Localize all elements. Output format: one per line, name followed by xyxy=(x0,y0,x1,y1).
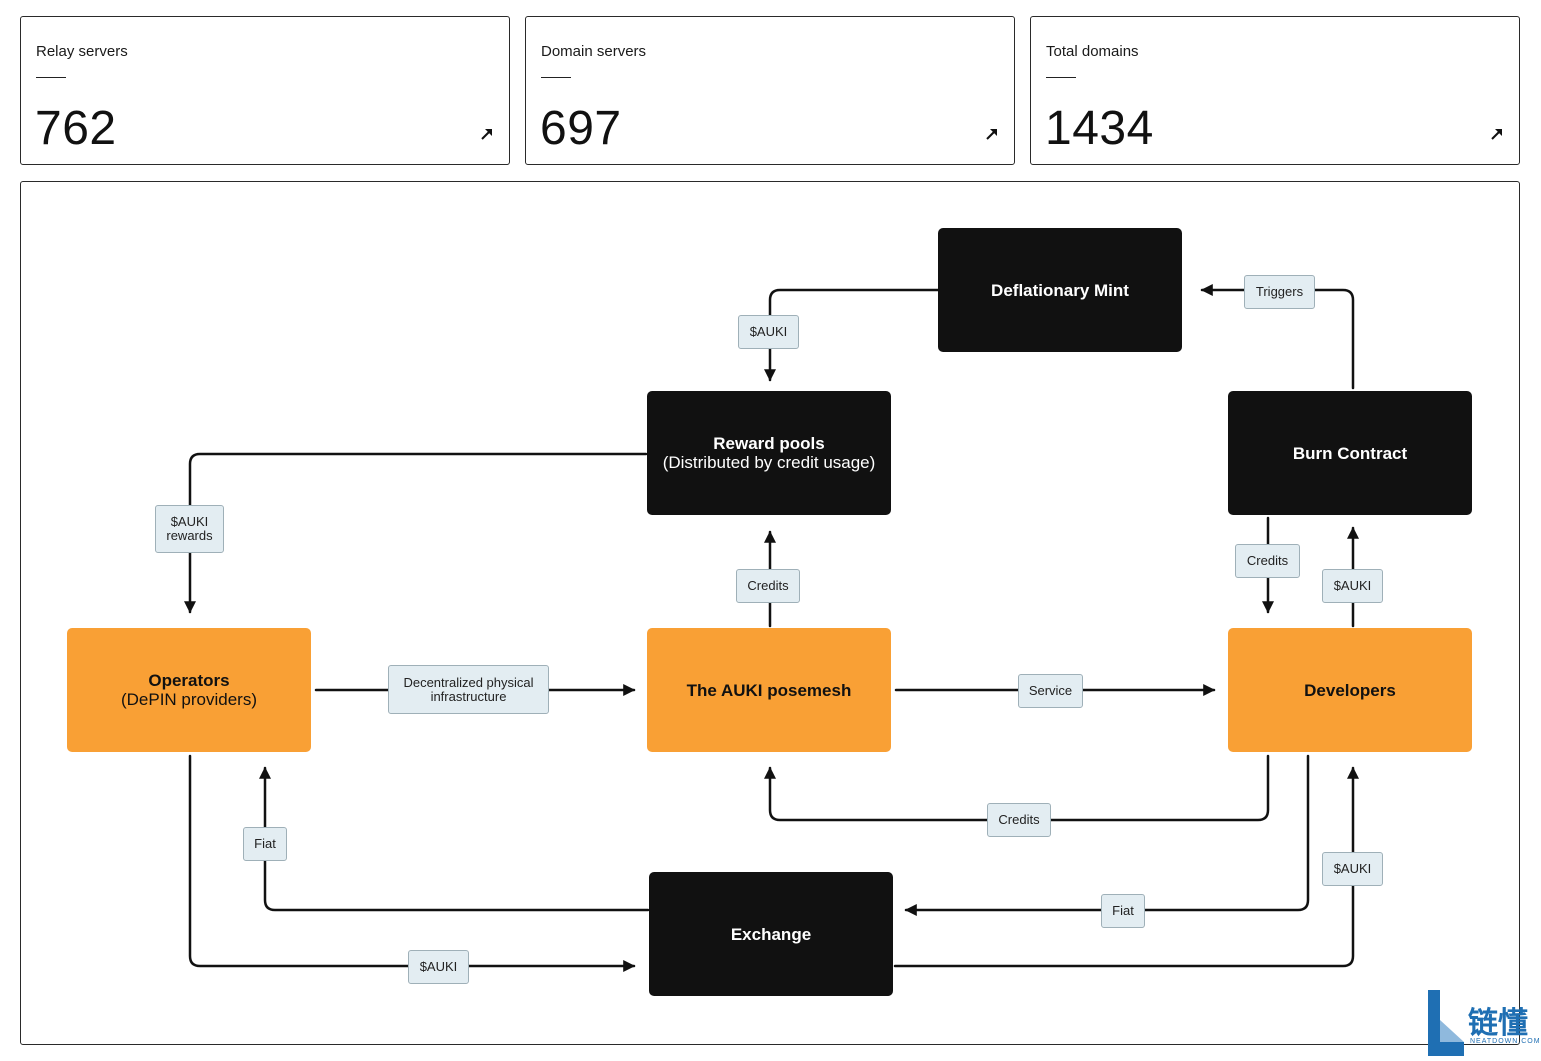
edge-label-exchange-fiat: Fiat xyxy=(243,827,287,861)
node-developers: Developers xyxy=(1228,628,1472,752)
edge-label-operators-auki: $AUKI xyxy=(408,950,469,984)
divider xyxy=(1046,77,1076,78)
node-auki-posemesh: The AUKI posemesh xyxy=(647,628,891,752)
node-deflationary-mint: Deflationary Mint xyxy=(938,228,1182,352)
connector-mint-to-pools xyxy=(764,288,940,382)
edge-label-service: Service xyxy=(1018,674,1083,708)
node-subtitle: (DePIN providers) xyxy=(120,690,258,709)
edge-label-developers-auki: $AUKI xyxy=(1322,569,1383,603)
connector-exchange-to-developers xyxy=(893,766,1359,968)
edge-label-exchange-auki: $AUKI xyxy=(1322,852,1383,886)
arrow-up-right-icon[interactable] xyxy=(984,126,1000,142)
stat-label: Total domains xyxy=(1046,43,1139,60)
node-title: Reward pools xyxy=(713,434,825,453)
node-burn-contract: Burn Contract xyxy=(1228,391,1472,515)
node-title: Deflationary Mint xyxy=(991,280,1129,300)
watermark-text: 链懂 xyxy=(1468,1006,1528,1041)
connector-developers-to-exchange xyxy=(904,754,1310,916)
node-subtitle: (Distributed by credit usage) xyxy=(662,453,876,472)
divider xyxy=(36,77,66,78)
logo-l-mark-icon xyxy=(1428,990,1464,1056)
edge-label-developers-fiat: Fiat xyxy=(1101,894,1145,928)
connector-pools-to-operators xyxy=(184,452,648,614)
stat-card-total-domains[interactable]: Total domains 1434 xyxy=(1030,16,1520,165)
node-title: Exchange xyxy=(730,924,812,944)
edge-label-posemesh-credits: Credits xyxy=(736,569,800,603)
edge-label-auki-rewards: $AUKI rewards xyxy=(155,505,224,553)
node-title: The AUKI posemesh xyxy=(686,680,852,700)
connector-burn-to-mint xyxy=(1200,284,1355,390)
arrow-up-right-icon[interactable] xyxy=(1489,126,1505,142)
connector-operators-to-exchange xyxy=(188,754,636,972)
node-operators: Operators (DePIN providers) xyxy=(67,628,311,752)
node-title: Burn Contract xyxy=(1292,443,1408,463)
edge-label-mint-to-pools: $AUKI xyxy=(738,315,799,349)
stat-label: Relay servers xyxy=(36,43,128,60)
node-reward-pools: Reward pools (Distributed by credit usag… xyxy=(647,391,891,515)
edge-label-developers-credits: Credits xyxy=(987,803,1051,837)
stat-label: Domain servers xyxy=(541,43,647,60)
node-title: Developers xyxy=(1304,680,1396,700)
edge-label-triggers: Triggers xyxy=(1244,275,1315,309)
arrow-up-right-icon[interactable] xyxy=(479,126,495,142)
divider xyxy=(541,77,571,78)
edge-label-infrastructure: Decentralized physical infrastructure xyxy=(388,665,549,714)
edge-label-burn-credits: Credits xyxy=(1235,544,1300,578)
stat-card-relay-servers[interactable]: Relay servers 762 xyxy=(20,16,510,165)
watermark-logo: 链懂 NEATDOWN.COM xyxy=(1426,990,1541,1056)
connector-exchange-to-operators xyxy=(259,766,650,912)
stat-value: 762 xyxy=(35,102,117,155)
watermark-subtext: NEATDOWN.COM xyxy=(1470,1038,1541,1045)
stat-value: 697 xyxy=(540,102,622,155)
stat-card-domain-servers[interactable]: Domain servers 697 xyxy=(525,16,1015,165)
stat-value: 1434 xyxy=(1045,102,1154,155)
node-title: Operators xyxy=(148,671,230,690)
node-exchange: Exchange xyxy=(649,872,893,996)
